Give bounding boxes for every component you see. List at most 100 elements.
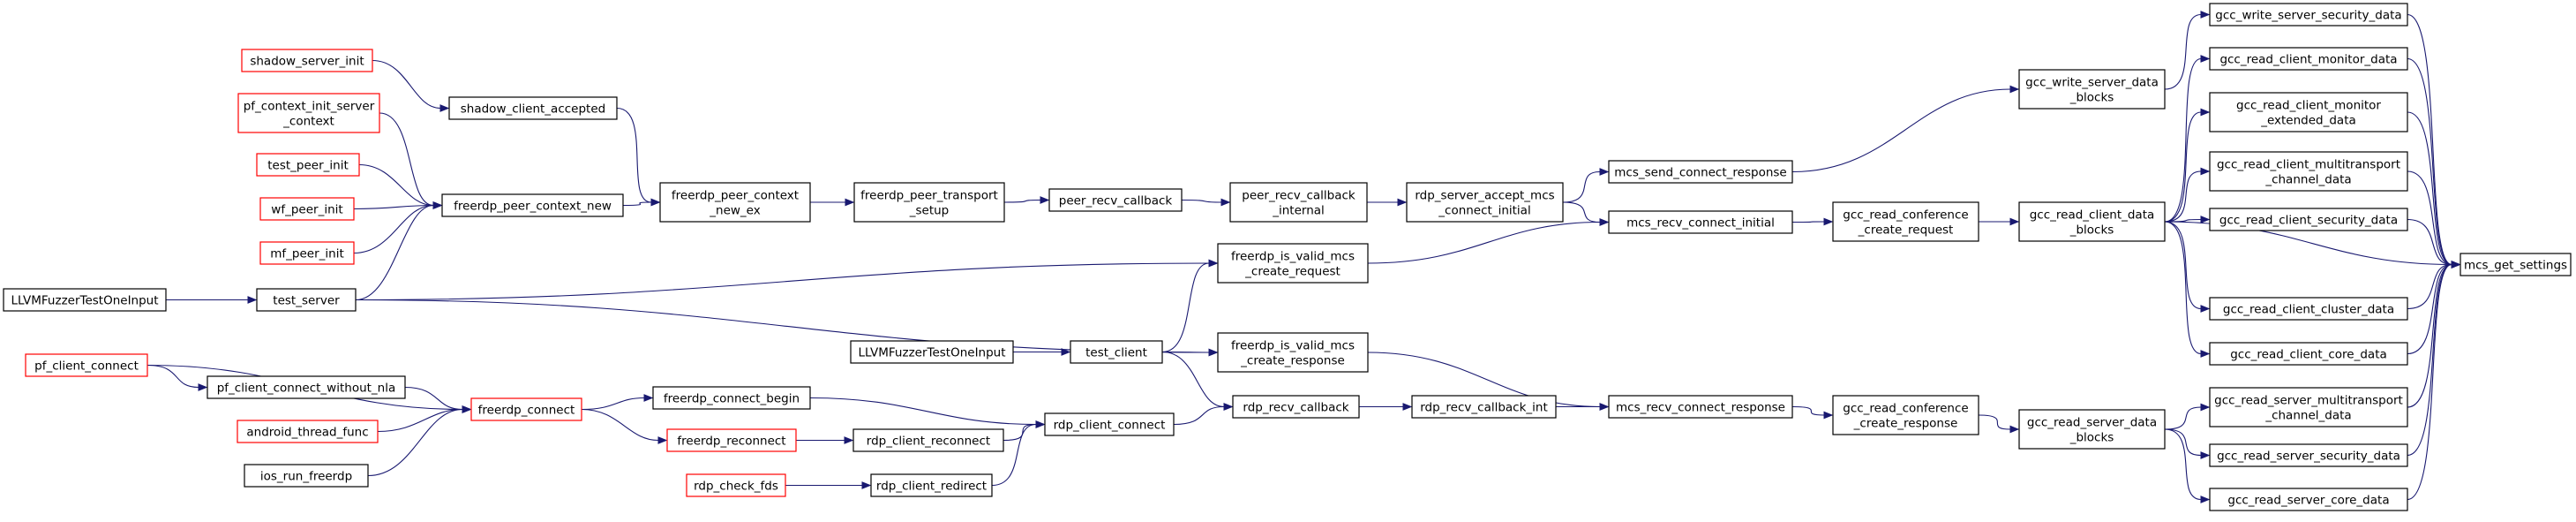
node-box[interactable] [2209, 443, 2408, 467]
node-box[interactable] [259, 197, 355, 221]
node-box[interactable] [686, 473, 786, 497]
node-LLVMFuzzerTestOneInput-1[interactable]: LLVMFuzzerTestOneInput [3, 288, 167, 312]
node-rdp-client-redirect[interactable]: rdp_client_redirect [870, 473, 993, 497]
node-rdp-recv-callback-int[interactable]: rdp_recv_callback_int [1411, 395, 1557, 419]
node-gcc-read-client-multitransport-channel-data[interactable]: gcc_read_client_multitransport_channel_d… [2209, 151, 2408, 192]
node-freerdp-is-valid-mcs-create-request[interactable]: freerdp_is_valid_mcs_create_request [1217, 243, 1369, 284]
node-box[interactable] [1411, 395, 1557, 419]
node-gcc-write-server-security-data[interactable]: gcc_write_server_security_data [2209, 3, 2408, 26]
node-box[interactable] [850, 340, 1014, 364]
node-box[interactable] [666, 428, 797, 452]
node-freerdp-connect-begin[interactable]: freerdp_connect_begin [652, 386, 811, 410]
node-box[interactable] [2209, 47, 2408, 71]
node-freerdp-peer-context-new-ex[interactable]: freerdp_peer_context_new_ex [659, 182, 811, 223]
node-box[interactable] [1832, 201, 1979, 242]
node-box[interactable] [256, 153, 360, 177]
node-box[interactable] [1229, 182, 1368, 223]
node-box[interactable] [2209, 387, 2408, 427]
node-gcc-read-client-core-data[interactable]: gcc_read_client_core_data [2209, 342, 2408, 366]
node-box[interactable] [2209, 488, 2408, 511]
node-box[interactable] [1217, 332, 1369, 373]
node-gcc-read-conference-create-request[interactable]: gcc_read_conference_create_request [1832, 201, 1979, 242]
node-box[interactable] [1044, 412, 1175, 436]
node-test-server[interactable]: test_server [256, 288, 357, 312]
node-box[interactable] [470, 397, 582, 421]
node-gcc-read-server-data-blocks[interactable]: gcc_read_server_data_blocks [2018, 409, 2166, 450]
node-box[interactable] [870, 473, 993, 497]
node-peer-recv-callback[interactable]: peer_recv_callback [1048, 188, 1183, 212]
node-box[interactable] [2209, 92, 2408, 132]
node-box[interactable] [852, 428, 1004, 452]
node-freerdp-connect[interactable]: freerdp_connect [470, 397, 582, 421]
node-mcs-send-connect-response[interactable]: mcs_send_connect_response [1608, 160, 1793, 184]
node-gcc-read-client-cluster-data[interactable]: gcc_read_client_cluster_data [2209, 297, 2408, 321]
node-LLVMFuzzerTestOneInput-2[interactable]: LLVMFuzzerTestOneInput [850, 340, 1014, 364]
node-box[interactable] [207, 375, 406, 399]
node-box[interactable] [652, 386, 811, 410]
node-box[interactable] [3, 288, 167, 312]
node-box[interactable] [2018, 201, 2166, 242]
node-shadow-client-accepted[interactable]: shadow_client_accepted [448, 96, 618, 120]
node-test-client[interactable]: test_client [1070, 340, 1163, 364]
node-box[interactable] [1608, 160, 1793, 184]
node-rdp-recv-callback[interactable]: rdp_recv_callback [1232, 395, 1360, 419]
node-box[interactable] [25, 353, 148, 377]
node-box[interactable] [441, 193, 624, 217]
node-rdp-client-reconnect[interactable]: rdp_client_reconnect [852, 428, 1004, 452]
node-rdp-check-fds[interactable]: rdp_check_fds [686, 473, 786, 497]
node-pf-context-init-server-context[interactable]: pf_context_init_server_context [237, 93, 380, 133]
node-gcc-read-server-core-data[interactable]: gcc_read_server_core_data [2209, 488, 2408, 511]
node-pf-client-connect-without-nla[interactable]: pf_client_connect_without_nla [207, 375, 406, 399]
node-box[interactable] [1832, 395, 1979, 435]
node-box[interactable] [256, 288, 357, 312]
node-gcc-read-conference-create-response[interactable]: gcc_read_conference_create_response [1832, 395, 1979, 435]
node-box[interactable] [2018, 69, 2166, 110]
node-box[interactable] [237, 93, 380, 133]
node-box[interactable] [2209, 208, 2408, 231]
node-box[interactable] [659, 182, 811, 223]
node-box[interactable] [2209, 151, 2408, 192]
node-box[interactable] [1217, 243, 1369, 284]
node-box[interactable] [853, 182, 1005, 223]
node-gcc-read-server-security-data[interactable]: gcc_read_server_security_data [2209, 443, 2408, 467]
node-wf-peer-init[interactable]: wf_peer_init [259, 197, 355, 221]
node-mcs-recv-connect-initial[interactable]: mcs_recv_connect_initial [1608, 210, 1793, 234]
node-box[interactable] [241, 49, 373, 72]
node-box[interactable] [2018, 409, 2166, 450]
node-rdp-client-connect[interactable]: rdp_client_connect [1044, 412, 1175, 436]
node-mf-peer-init[interactable]: mf_peer_init [259, 241, 355, 265]
node-shadow-server-init[interactable]: shadow_server_init [241, 49, 373, 72]
node-box[interactable] [1070, 340, 1163, 364]
node-test-peer-init[interactable]: test_peer_init [256, 153, 360, 177]
node-ios-run-freerdp[interactable]: ios_run_freerdp [244, 464, 369, 488]
node-box[interactable] [1608, 210, 1793, 234]
node-freerdp-is-valid-mcs-create-response[interactable]: freerdp_is_valid_mcs_create_response [1217, 332, 1369, 373]
node-box[interactable] [1406, 182, 1564, 223]
node-mcs-get-settings[interactable]: mcs_get_settings [2460, 253, 2572, 276]
node-android-thread-func[interactable]: android_thread_func [237, 420, 379, 443]
node-box[interactable] [2460, 253, 2572, 276]
node-peer-recv-callback-internal[interactable]: peer_recv_callback_internal [1229, 182, 1368, 223]
node-box[interactable] [2209, 3, 2408, 26]
node-box[interactable] [244, 464, 369, 488]
node-gcc-write-server-data-blocks[interactable]: gcc_write_server_data_blocks [2018, 69, 2166, 110]
node-gcc-read-client-data-blocks[interactable]: gcc_read_client_data_blocks [2018, 201, 2166, 242]
node-gcc-read-client-security-data[interactable]: gcc_read_client_security_data [2209, 208, 2408, 231]
node-pf-client-connect[interactable]: pf_client_connect [25, 353, 148, 377]
node-box[interactable] [2209, 297, 2408, 321]
node-box[interactable] [237, 420, 379, 443]
node-gcc-read-server-multitransport-channel-data[interactable]: gcc_read_server_multitransport_channel_d… [2209, 387, 2408, 427]
node-gcc-read-client-monitor-extended-data[interactable]: gcc_read_client_monitor_extended_data [2209, 92, 2408, 132]
node-mcs-recv-connect-response[interactable]: mcs_recv_connect_response [1608, 395, 1793, 419]
node-box[interactable] [2209, 342, 2408, 366]
node-box[interactable] [448, 96, 618, 120]
node-box[interactable] [259, 241, 355, 265]
node-freerdp-reconnect[interactable]: freerdp_reconnect [666, 428, 797, 452]
node-freerdp-peer-context-new[interactable]: freerdp_peer_context_new [441, 193, 624, 217]
node-rdp-server-accept-mcs-connect-initial[interactable]: rdp_server_accept_mcs_connect_initial [1406, 182, 1564, 223]
node-gcc-read-client-monitor-data[interactable]: gcc_read_client_monitor_data [2209, 47, 2408, 71]
node-box[interactable] [1048, 188, 1183, 212]
node-freerdp-peer-transport-setup[interactable]: freerdp_peer_transport_setup [853, 182, 1005, 223]
node-box[interactable] [1232, 395, 1360, 419]
node-box[interactable] [1608, 395, 1793, 419]
